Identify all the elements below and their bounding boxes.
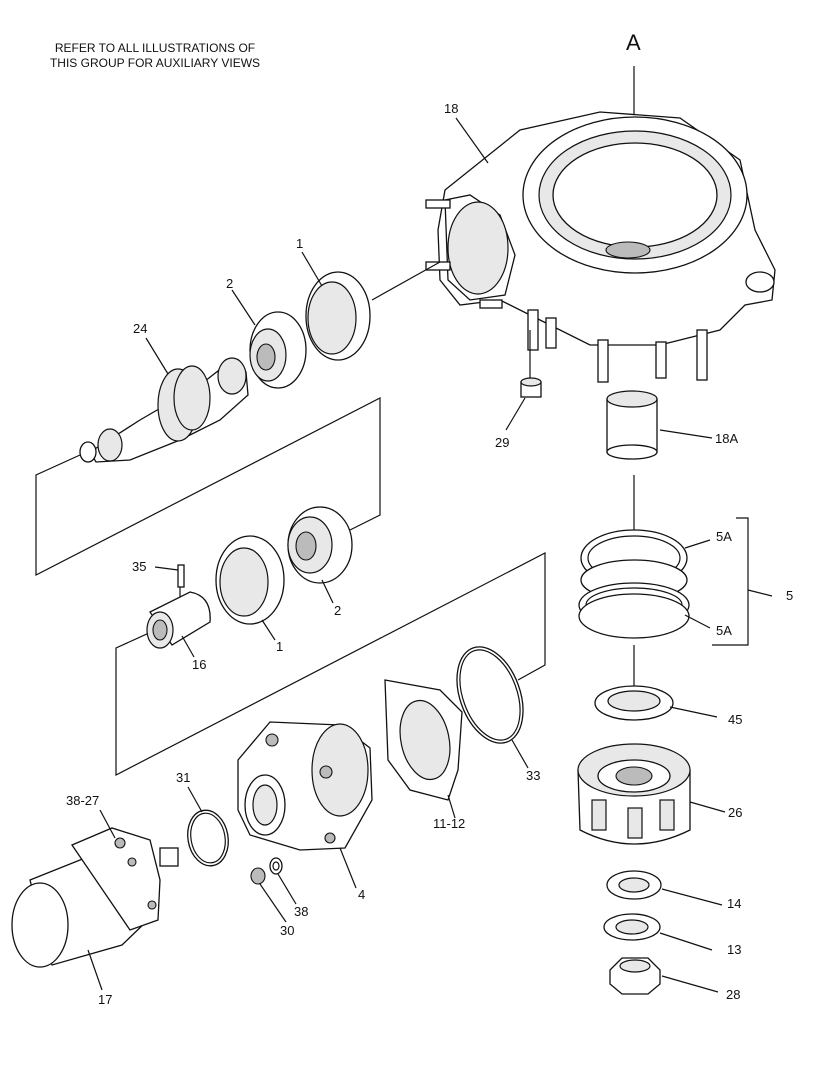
note-line-2: THIS GROUP FOR AUXILIARY VIEWS: [49, 56, 261, 70]
callout-5A-lower: 5A: [716, 623, 732, 638]
callout-13: 13: [727, 942, 741, 957]
part-1-bearing-cup-lower[interactable]: [215, 535, 285, 625]
auxiliary-views-note: REFER TO ALL ILLUSTRATIONS OF THIS GROUP…: [20, 41, 290, 71]
callout-28: 28: [726, 987, 740, 1002]
callout-2-lower: 2: [334, 603, 341, 618]
callout-18A: 18A: [715, 431, 738, 446]
callout-4: 4: [358, 887, 365, 902]
part-45-washer[interactable]: [594, 685, 674, 721]
callout-45: 45: [728, 712, 742, 727]
callout-26: 26: [728, 805, 742, 820]
callout-5A-upper: 5A: [716, 529, 732, 544]
callout-24: 24: [133, 321, 147, 336]
part-28-nut[interactable]: [609, 957, 661, 995]
callout-16: 16: [192, 657, 206, 672]
callout-2-upper: 2: [226, 276, 233, 291]
part-14-washer[interactable]: [606, 870, 662, 900]
callout-35: 35: [132, 559, 146, 574]
part-4-cover[interactable]: [237, 721, 373, 851]
leader-lines: [87, 117, 726, 993]
callout-30: 30: [280, 923, 294, 938]
part-2-bearing-cone-lower[interactable]: [287, 506, 353, 584]
callout-1-lower: 1: [276, 639, 283, 654]
part-17-motor[interactable]: [11, 827, 179, 968]
part-5A-seal-lower[interactable]: [578, 582, 690, 639]
callout-14: 14: [727, 896, 741, 911]
part-38-washer[interactable]: [269, 857, 283, 875]
part-31-o-ring[interactable]: [183, 807, 232, 869]
callout-5: 5: [786, 588, 793, 603]
part-33-o-ring[interactable]: [445, 638, 536, 752]
assembly-bracket-lines: [35, 397, 546, 776]
callout-38-27: 38-27: [66, 793, 99, 808]
part-18-housing[interactable]: [425, 111, 776, 383]
callout-1-upper: 1: [296, 236, 303, 251]
part-1-bearing-cup-upper[interactable]: [305, 261, 441, 361]
part-26-carrier[interactable]: [577, 743, 691, 845]
part-16-sleeve[interactable]: [146, 591, 211, 649]
callout-29: 29: [495, 435, 509, 450]
view-a-label: A: [626, 30, 641, 55]
callout-18: 18: [444, 101, 458, 116]
part-30-bolt[interactable]: [250, 867, 266, 885]
callout-17: 17: [98, 992, 112, 1007]
part-18A-sleeve[interactable]: [606, 390, 658, 460]
part-11-12-gasket[interactable]: [384, 679, 463, 801]
callout-38: 38: [294, 904, 308, 919]
part-13-lockwasher[interactable]: [603, 913, 661, 941]
part-24-pinion-shaft[interactable]: [79, 357, 249, 463]
callout-33: 33: [526, 768, 540, 783]
part-5-bracket: [712, 517, 773, 646]
callout-labels: A 18 1 2 24 29 18A 35 16 1 2 5A 5 5A 45 …: [66, 30, 793, 1007]
note-line-1: REFER TO ALL ILLUSTRATIONS OF: [54, 41, 256, 55]
callout-11-12: 11-12: [433, 816, 465, 831]
part-2-bearing-cone-upper[interactable]: [249, 311, 307, 389]
callout-31: 31: [176, 770, 190, 785]
part-29-dowel[interactable]: [520, 330, 542, 398]
